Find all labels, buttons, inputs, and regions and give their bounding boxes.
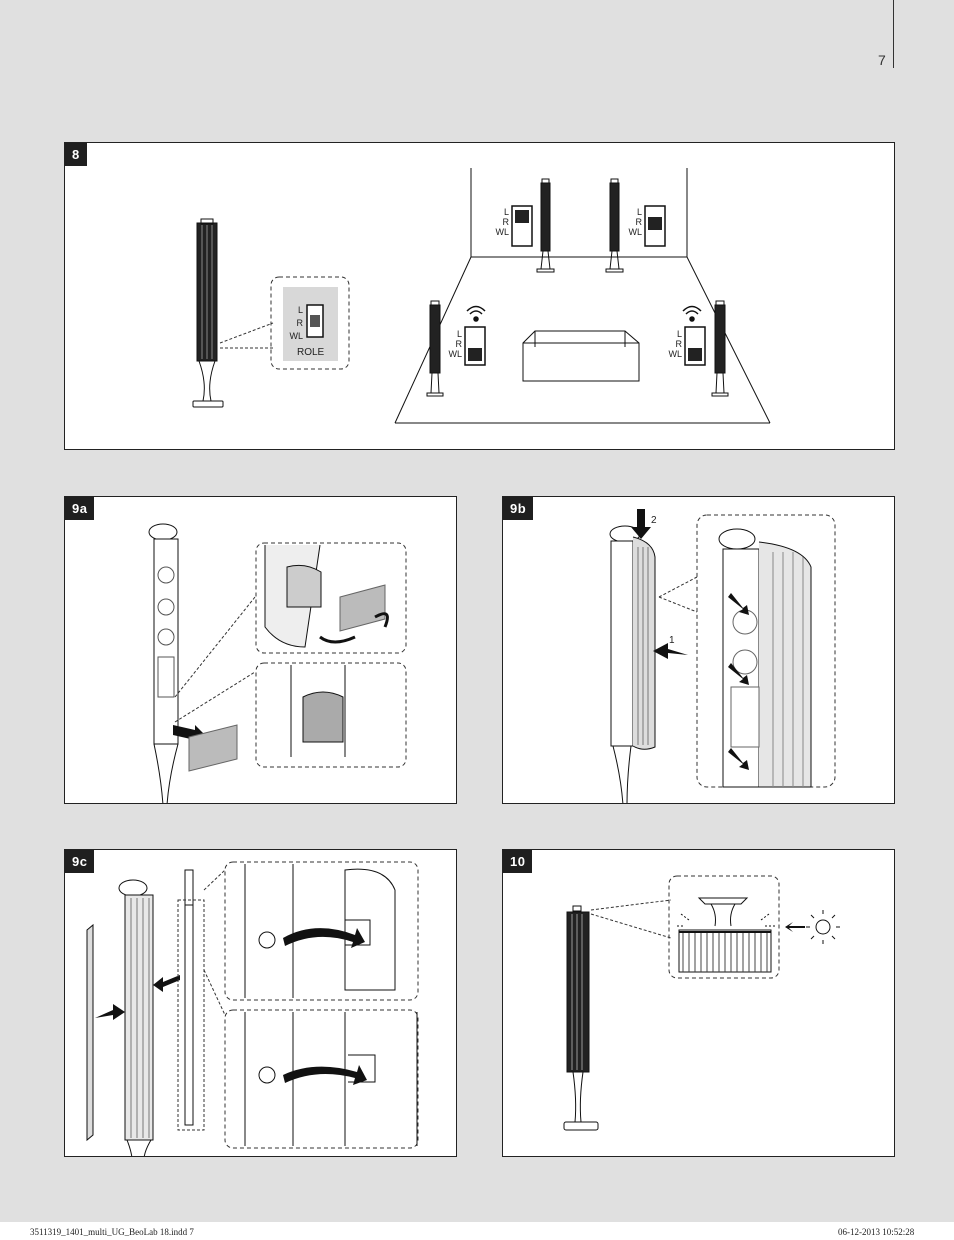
cover-plate: [188, 724, 238, 772]
step-number-1: 1: [669, 635, 675, 646]
illustration-attach-front-cover: [609, 509, 836, 803]
step-number-2: 2: [651, 515, 657, 526]
arrow-down-icon: [631, 509, 651, 539]
detail-frame-bottom: [255, 662, 407, 768]
room-outline: [394, 168, 771, 424]
panel-label: 9b: [503, 497, 534, 520]
panel-label: 9c: [65, 850, 95, 873]
page-number: 7: [878, 52, 886, 68]
panel-9a: 9a: [64, 496, 457, 804]
illustration-mount-side-brackets: [86, 861, 419, 1156]
speaker-front-right: [605, 178, 624, 273]
sofa: [522, 330, 640, 382]
detail-frame: [696, 514, 836, 788]
illustration-speaker-role-setup: [192, 168, 771, 424]
footer-timestamp: 06-12-2013 10:52:28: [838, 1227, 915, 1237]
detail-callout-frame: [270, 276, 350, 370]
clip-arrows-icon: [728, 593, 749, 770]
speaker-with-cover: [609, 525, 656, 803]
role-label: ROLE: [297, 347, 325, 358]
speaker-front-left: [536, 178, 555, 273]
speaker-rear-left: [426, 300, 444, 397]
speaker-standalone: [192, 218, 224, 408]
panel-label: 10: [503, 850, 533, 873]
detail-frame-bottom: [224, 1009, 419, 1149]
footer-filename: 3511319_1401_multi_UG_BeoLab 18.indd 7: [30, 1227, 194, 1237]
speaker-covered: [118, 879, 154, 1156]
arrow-left-icon: [653, 643, 688, 659]
speaker-open: [148, 523, 179, 803]
detail-frame: [668, 875, 780, 979]
detail-frame-top: [224, 861, 419, 1001]
wireless-icon: [466, 305, 702, 322]
arrow-curve-icon: [283, 1065, 367, 1085]
arrow-left-icon: [785, 922, 805, 932]
panel-label: 9a: [65, 497, 95, 520]
arrow-right-icon: [95, 1004, 125, 1020]
panel-9b: 9b 2 1: [502, 496, 895, 804]
page-edge-rule: [893, 0, 894, 68]
illustration-light-sensor: [563, 875, 840, 1131]
panel-label: 8: [65, 143, 87, 166]
sun-icon: [806, 910, 840, 944]
panel-10: 10: [502, 849, 895, 1157]
speaker-standalone: [563, 905, 599, 1131]
panel-9c: 9c: [64, 849, 457, 1157]
side-strip: [86, 923, 94, 1142]
detail-frame-top: [255, 542, 407, 654]
arrow-curve-icon: [283, 928, 365, 948]
speaker-rear-right: [711, 300, 729, 397]
arrow-left-icon: [153, 975, 180, 992]
illustration-remove-cover-plate: [148, 523, 407, 803]
